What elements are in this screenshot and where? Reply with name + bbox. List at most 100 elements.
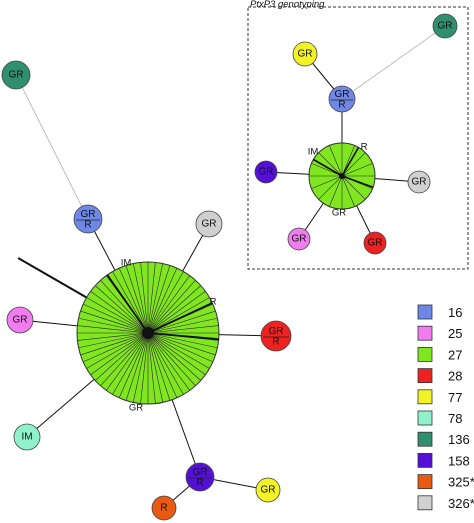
- main-node-label: GR: [269, 326, 284, 337]
- main-center-label: R: [210, 297, 217, 308]
- legend-label: 27: [448, 347, 462, 362]
- legend-label: 136: [448, 432, 470, 447]
- main-center-segment: [147, 332, 210, 369]
- inset-center-segment: [318, 175, 343, 200]
- main-center-segment: [118, 332, 149, 398]
- inset-node-77: [292, 41, 318, 67]
- inset-node-label: GR: [438, 21, 453, 32]
- main-center-segment: [147, 332, 196, 386]
- main-center-segment: [100, 280, 149, 334]
- main-node-136: [1, 60, 31, 90]
- main-center-segment: [147, 332, 184, 395]
- main-center-segment: [147, 285, 201, 334]
- main-center-segment: [147, 332, 156, 404]
- main-center-segment: [118, 268, 149, 334]
- inset-node-326: [407, 170, 431, 194]
- legend-swatch: [417, 368, 433, 384]
- main-center-segment: [140, 332, 149, 404]
- legend-swatch: [417, 346, 433, 362]
- legend-swatch: [417, 452, 433, 468]
- main-center-segment: [147, 332, 164, 403]
- inset-center-segment: [329, 175, 343, 207]
- inset-center-label: IM: [308, 147, 319, 158]
- main-bold-spoke: [147, 302, 213, 334]
- legend-swatch: [417, 410, 433, 426]
- main-center-segment: [77, 325, 149, 334]
- main-node-78: [13, 423, 41, 451]
- main-node-326: [195, 210, 223, 238]
- inset-frame: [247, 6, 469, 270]
- main-center-segment: [83, 332, 149, 363]
- inset-center-label: GR: [332, 208, 346, 219]
- main-center-segment: [77, 332, 149, 341]
- main-center-segment: [147, 275, 190, 334]
- inset-center-segment: [341, 163, 373, 177]
- main-center-segment: [80, 332, 149, 356]
- legend-label: 16: [448, 305, 462, 320]
- main-node-label: R: [160, 503, 167, 514]
- main-node-label: GR: [202, 219, 217, 230]
- main-center-segment: [125, 265, 149, 334]
- main-edge: [15, 74, 89, 220]
- main-center-segment: [147, 268, 178, 334]
- legend-swatch: [417, 431, 433, 447]
- main-center-segment: [106, 332, 149, 391]
- main-center-segment: [147, 332, 213, 363]
- main-center-segment: [147, 271, 184, 334]
- main-center-segment: [80, 310, 149, 334]
- main-bold-spoke: [106, 274, 149, 334]
- inset-node-28: [363, 231, 387, 255]
- main-node-label: GR: [13, 315, 28, 326]
- legend-label: 326*: [448, 496, 474, 511]
- main-node-label: GR: [81, 209, 96, 220]
- inset-center-segment: [329, 145, 343, 177]
- legend-swatch: [417, 474, 433, 490]
- main-center-segment: [147, 317, 218, 334]
- main-center-segment: [90, 291, 149, 334]
- main-center-segment: [78, 332, 149, 349]
- main-center-segment: [83, 303, 149, 334]
- inset-node-label: GR: [412, 177, 427, 188]
- main-node-label: GR: [9, 70, 24, 81]
- main-node-16: [73, 204, 103, 234]
- main-center-segment: [78, 317, 149, 334]
- main-center-segment: [95, 332, 149, 381]
- inset-center-label: R: [361, 142, 368, 153]
- main-node-325: [151, 495, 177, 521]
- main-bold-spoke: [147, 332, 219, 341]
- main-node-label: R: [84, 220, 91, 231]
- main-center-hub: [142, 327, 154, 339]
- main-center-label: GR: [129, 403, 143, 414]
- inset-bold-spoke: [341, 147, 360, 177]
- main-center-label: IM: [121, 258, 132, 269]
- main-node-25: [6, 306, 34, 334]
- main-node-label: R: [196, 478, 203, 489]
- inset-center-segment: [318, 152, 343, 177]
- inset-center-segment: [341, 175, 355, 207]
- inset-node-label: GR: [335, 89, 350, 100]
- main-center-segment: [147, 332, 218, 349]
- inset-center-segment: [311, 175, 343, 189]
- main-center-segment: [147, 297, 210, 334]
- inset-node-158: [254, 160, 278, 184]
- inset-center-hub: [339, 173, 345, 179]
- legend-label: 158: [448, 453, 470, 468]
- main-center-segment: [90, 332, 149, 375]
- main-center-segment: [147, 332, 201, 381]
- edges: [15, 25, 446, 509]
- inset-node-136: [432, 13, 458, 39]
- main-center-segment: [132, 332, 149, 403]
- inset-node-label: GR: [298, 49, 313, 60]
- inset-node-label: R: [338, 100, 345, 111]
- main-node-label: R: [272, 337, 279, 348]
- main-node-77: [255, 477, 281, 503]
- inset-center-segment: [341, 152, 366, 177]
- inset-node-label: GR: [292, 234, 307, 245]
- legend-swatch: [417, 304, 433, 320]
- inset-center-segment: [341, 175, 366, 200]
- main-node-label: GR: [261, 485, 276, 496]
- main-center-segment: [147, 332, 178, 398]
- main-center-segment: [140, 262, 149, 334]
- legend-swatch: [417, 389, 433, 405]
